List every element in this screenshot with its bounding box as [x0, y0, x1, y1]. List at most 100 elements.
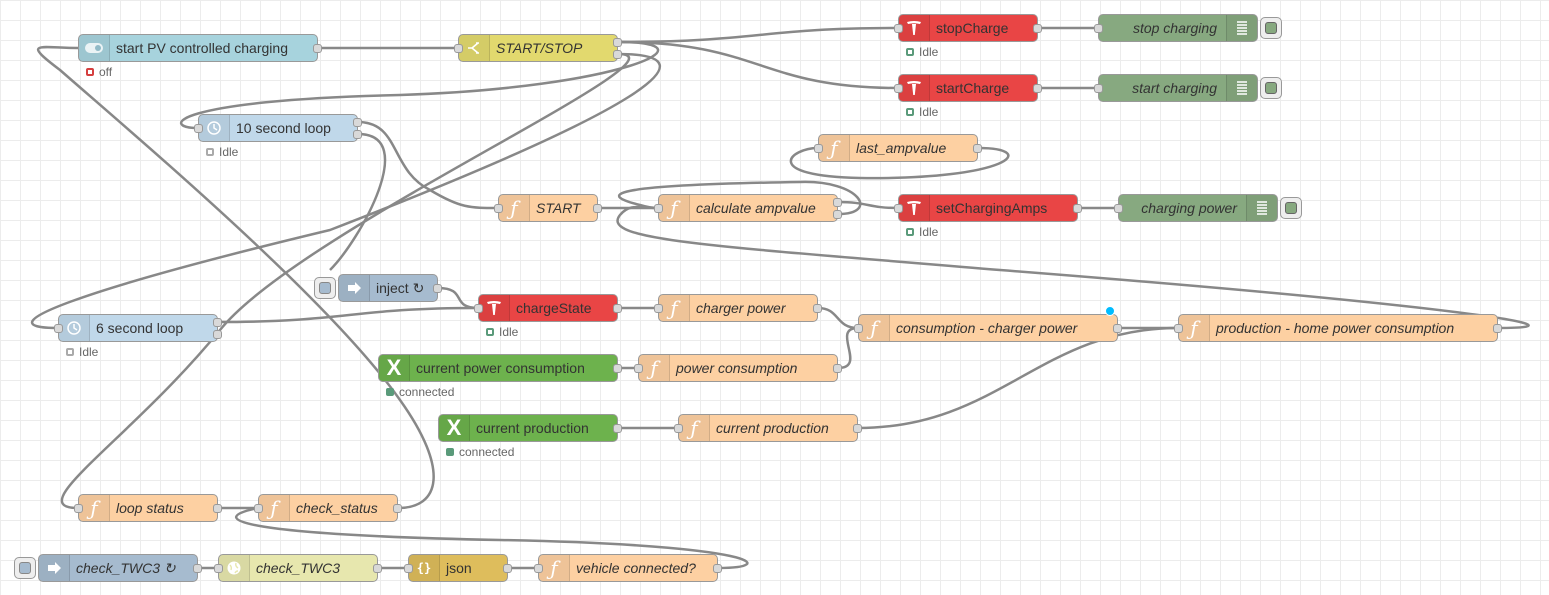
- node-charging-power-debug[interactable]: charging power: [1114, 194, 1302, 222]
- output-port[interactable]: [393, 504, 402, 513]
- node-start-charging-debug[interactable]: start charging: [1094, 74, 1282, 102]
- input-port[interactable]: [404, 564, 413, 573]
- output-port[interactable]: [1073, 204, 1082, 213]
- node-check-twc3-inject[interactable]: check_TWC3 ↻: [14, 554, 202, 582]
- input-port[interactable]: [814, 144, 823, 153]
- wire-17[interactable]: [217, 306, 479, 324]
- output-port[interactable]: [853, 424, 862, 433]
- wire-31[interactable]: [234, 506, 749, 570]
- node-current-power-consumption[interactable]: X current power consumption: [378, 354, 622, 382]
- input-port[interactable]: [534, 564, 543, 573]
- inject-trigger-button[interactable]: [14, 557, 36, 579]
- output-port[interactable]: [213, 504, 222, 513]
- output-port[interactable]: [433, 284, 442, 293]
- node-json[interactable]: {} json: [404, 554, 512, 582]
- output-port-2[interactable]: [213, 330, 222, 339]
- wire-16[interactable]: [437, 286, 479, 310]
- output-port[interactable]: [503, 564, 512, 573]
- node-start-stop-switch[interactable]: START/STOP: [454, 34, 622, 62]
- input-port[interactable]: [454, 44, 463, 53]
- node-setchargingamps[interactable]: setChargingAmps: [894, 194, 1082, 222]
- input-port[interactable]: [654, 304, 663, 313]
- input-port[interactable]: [1094, 84, 1103, 93]
- node-consumption-minus-charger-power[interactable]: ƒ consumption - charger power: [854, 306, 1122, 342]
- output-port-1[interactable]: [353, 118, 362, 127]
- wire-21[interactable]: [837, 326, 859, 370]
- node-loop-status[interactable]: ƒ loop status: [74, 494, 222, 522]
- input-port[interactable]: [654, 204, 663, 213]
- node-startcharge[interactable]: startCharge: [894, 74, 1042, 102]
- output-port-2[interactable]: [613, 50, 622, 59]
- wire-14[interactable]: [789, 146, 1010, 180]
- node-current-production-function[interactable]: ƒ current production: [674, 414, 862, 442]
- output-port[interactable]: [613, 304, 622, 313]
- node-charger-power[interactable]: ƒ charger power: [654, 294, 822, 322]
- node-calculate-ampvalue[interactable]: ƒ calculate ampvalue: [654, 194, 842, 222]
- wire-6[interactable]: [179, 40, 660, 130]
- debug-toggle-button[interactable]: [1260, 17, 1282, 39]
- node-10-second-loop[interactable]: 10 second loop: [194, 114, 362, 142]
- node-inject[interactable]: inject ↻: [314, 274, 442, 302]
- input-port[interactable]: [254, 504, 263, 513]
- output-port[interactable]: [713, 564, 722, 573]
- output-port[interactable]: [593, 204, 602, 213]
- debug-toggle-button[interactable]: [1260, 77, 1282, 99]
- node-6-second-loop[interactable]: 6 second loop: [54, 314, 222, 342]
- wire-3[interactable]: [617, 40, 899, 90]
- input-port[interactable]: [194, 124, 203, 133]
- node-start-pv-controlled-charging[interactable]: start PV controlled charging: [78, 34, 322, 62]
- inject-trigger-button[interactable]: [314, 277, 336, 299]
- output-port-1[interactable]: [613, 38, 622, 47]
- wire-9[interactable]: [357, 120, 499, 210]
- output-port-1[interactable]: [213, 318, 222, 327]
- output-port[interactable]: [1033, 24, 1042, 33]
- output-port[interactable]: [313, 44, 322, 53]
- input-port[interactable]: [1114, 204, 1123, 213]
- input-port[interactable]: [634, 364, 643, 373]
- output-port[interactable]: [1033, 84, 1042, 93]
- input-port[interactable]: [894, 24, 903, 33]
- debug-toggle-button[interactable]: [1280, 197, 1302, 219]
- output-port-1[interactable]: [833, 198, 842, 207]
- input-port[interactable]: [854, 324, 863, 333]
- wire-12[interactable]: [837, 200, 899, 210]
- output-port[interactable]: [373, 564, 382, 573]
- input-port[interactable]: [74, 504, 83, 513]
- input-port[interactable]: [894, 204, 903, 213]
- output-port[interactable]: [833, 364, 842, 373]
- node-stop-charging-debug[interactable]: stop charging: [1094, 14, 1282, 42]
- node-check-status[interactable]: ƒ check_status: [254, 494, 402, 522]
- node-vehicle-connected[interactable]: ƒ vehicle connected?: [534, 554, 722, 582]
- node-stopcharge[interactable]: stopCharge: [894, 14, 1042, 42]
- output-port[interactable]: [613, 424, 622, 433]
- wire-10[interactable]: [329, 132, 387, 271]
- output-port[interactable]: [1493, 324, 1502, 333]
- input-port[interactable]: [494, 204, 503, 213]
- input-port[interactable]: [1094, 24, 1103, 33]
- output-port-2[interactable]: [833, 210, 842, 219]
- wire-27[interactable]: [36, 45, 435, 510]
- input-port[interactable]: [474, 304, 483, 313]
- wire-19[interactable]: [817, 306, 859, 330]
- input-port[interactable]: [214, 564, 223, 573]
- node-check-twc3-http-request[interactable]: check_TWC3: [214, 554, 382, 582]
- wire-8[interactable]: [60, 52, 630, 510]
- wire-7[interactable]: [30, 52, 661, 330]
- node-last-ampvalue[interactable]: ƒ last_ampvalue: [814, 134, 982, 162]
- output-port[interactable]: [813, 304, 822, 313]
- input-port[interactable]: [894, 84, 903, 93]
- output-port[interactable]: [613, 364, 622, 373]
- input-port[interactable]: [1174, 324, 1183, 333]
- input-port[interactable]: [674, 424, 683, 433]
- node-production-minus-home-power-consumption[interactable]: ƒ production - home power consumption: [1174, 314, 1502, 342]
- node-start-function[interactable]: ƒ START: [494, 194, 602, 222]
- wire-25[interactable]: [616, 205, 1530, 330]
- output-port[interactable]: [1113, 324, 1122, 333]
- wire-23[interactable]: [857, 326, 1179, 430]
- output-port[interactable]: [973, 144, 982, 153]
- output-port-2[interactable]: [353, 130, 362, 139]
- node-chargestate[interactable]: chargeState: [474, 294, 622, 322]
- node-current-production-source[interactable]: X current production: [438, 414, 622, 442]
- wire-2[interactable]: [617, 26, 899, 44]
